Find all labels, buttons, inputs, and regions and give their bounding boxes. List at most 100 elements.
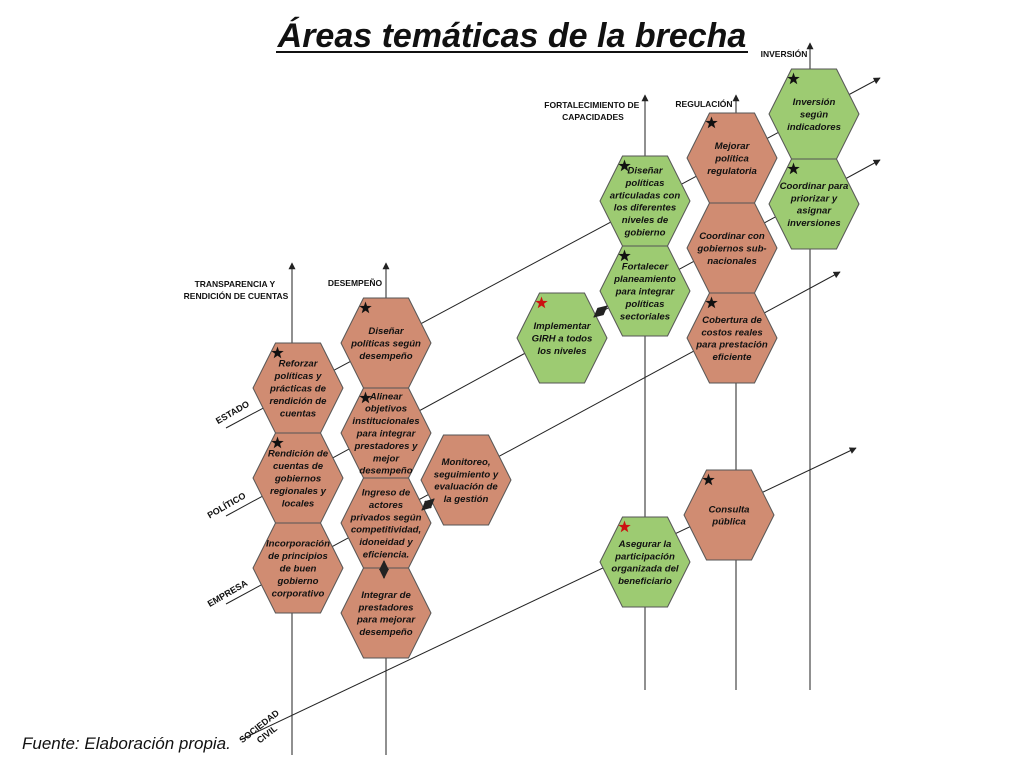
hexagon-label-line: para mejorar [356, 615, 416, 626]
hexagon-label-line: políticas [625, 178, 665, 189]
hexagon-label-line: priorizar y [790, 193, 838, 204]
hexagon-shape [516, 292, 608, 384]
hexagon-label-line: la gestión [444, 494, 489, 505]
hexagon-label-line: políticas [625, 299, 665, 310]
hexagon-label-line: desempeño [359, 351, 412, 362]
hexagon-label-line: Diseñar [368, 326, 404, 337]
hexagon-label-line: Integrar de [361, 590, 411, 601]
hexagon-label-line: seguimiento y [434, 469, 499, 480]
hexagon-label-line: Alinear [369, 391, 404, 402]
black-star-icon [705, 116, 718, 129]
black-star-icon [359, 391, 372, 404]
hexagon-label-line: mejor [373, 453, 400, 464]
axis-label-regulacion: REGULACIÓN [675, 98, 732, 109]
axis-label-transparencia: TRANSPARENCIA Y RENDICIÓN DE CUENTAS [184, 279, 289, 301]
hexagon-label-line: indicadores [787, 122, 841, 133]
relation-arrow-ingreso-monitoreo [421, 498, 435, 511]
hexagon-label-line: prestadores y [354, 441, 419, 452]
hexagon-shape [599, 516, 691, 608]
axis-label-inversion: INVERSIÓN [761, 48, 808, 59]
hexagon-label-line: Cobertura de [702, 315, 762, 326]
axis-label-fortalecimiento: FORTALECIMIENTO DE CAPACIDADES [544, 100, 641, 122]
hexagon-label-line: planeamiento [613, 274, 676, 285]
relation-arrows [379, 305, 608, 579]
hexagon-label-line: nacionales [707, 256, 757, 267]
hexagon-label-line: gobierno [276, 576, 318, 587]
hexagon-label-line: de buen [280, 564, 317, 575]
hexagon-label-line: organizada del [611, 564, 679, 575]
hexagon-label-line: privados según [350, 512, 422, 523]
hexagon-label-line: Mejorar [715, 141, 751, 152]
hexagon-label-line: asignar [797, 206, 832, 217]
hexagon-label-line: objetivos [365, 404, 407, 415]
hexagon-label-line: idoneidad y [359, 537, 413, 548]
black-star-icon [271, 436, 284, 449]
hexagon-shape [340, 567, 432, 659]
black-star-icon [618, 159, 631, 172]
hexagon-label-line: competitividad, [351, 525, 421, 536]
hexagon-label-line: sectoriales [620, 311, 670, 322]
hexagon-shape [686, 292, 778, 384]
hexagon-shape [768, 158, 860, 250]
hexagon-label-line: regionales y [270, 486, 327, 497]
hexagon-label-line: política [714, 154, 749, 165]
hexagon-label-line: niveles de [622, 215, 669, 226]
hexagon-label-line: participación [614, 551, 675, 562]
hexagon-label-line: actores [369, 500, 403, 511]
hexagon-label-line: gobiernos [274, 474, 321, 485]
hexagon-label-line: rendición de [269, 396, 327, 407]
hexagon-label-line: GIRH a todos [532, 334, 593, 345]
hexagon-label-line: desempeño [359, 466, 412, 477]
hexagon-label-line: gobierno [623, 228, 665, 239]
row-line-estado [225, 77, 881, 429]
hexagon-label-line: eficiente [713, 352, 753, 363]
hexagon-label-line: costos reales [701, 327, 762, 338]
hexagon-label-line: los diferentes [614, 203, 676, 214]
hexagon-label-line: beneficiario [618, 576, 672, 587]
hexagon-label-line: para integrar [356, 429, 417, 440]
hexagon-label-line: Reforzar [279, 359, 319, 370]
hexagon-label-line: institucionales [352, 416, 419, 427]
hexagon-label-line: Incorporación [266, 539, 330, 550]
axis-label-desempeno: DESEMPEÑO [328, 278, 383, 288]
hexagon-shape [599, 245, 691, 337]
axis-labels: TRANSPARENCIA Y RENDICIÓN DE CUENTAS DES… [184, 48, 808, 301]
row-label-sociedad: SOCIEDAD CIVIL [237, 706, 289, 753]
page-title: Áreas temáticas de la brecha [277, 17, 747, 55]
hexagon-label-line: Diseñar [627, 166, 663, 177]
hexagon-label-line: Monitoreo, [441, 457, 490, 468]
hexagon-label-line: Asegurar la [618, 539, 672, 550]
hexagon-label-line: los niveles [537, 346, 586, 357]
hexagon-label-line: regulatoria [707, 166, 757, 177]
hexagon-label-line: Ingreso de [362, 488, 411, 499]
black-star-icon [787, 162, 800, 175]
hexagon-label-line: de principios [268, 551, 328, 562]
hexagon-label-line: desempeño [359, 627, 412, 638]
hexagon-label-line: cuentas [280, 408, 316, 419]
hexagon-label-line: Implementar [533, 321, 591, 332]
row-label-empresa: EMPRESA [206, 578, 250, 609]
black-star-icon [271, 346, 284, 359]
hexagon-label-line: según [800, 110, 828, 121]
red-star-icon [618, 520, 631, 533]
hexagon-shape [252, 522, 344, 614]
hexagon-label-line: prestadores [358, 602, 414, 613]
hexagon-label-line: Consulta [708, 504, 750, 515]
